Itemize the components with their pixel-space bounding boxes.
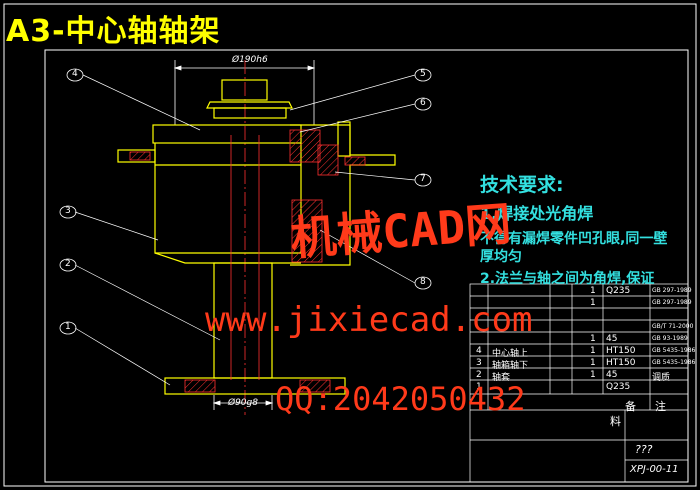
bom-qty: 1 xyxy=(590,370,596,380)
watermark-url: www.jixiecad.com xyxy=(205,300,533,340)
bom-no: 4 xyxy=(476,346,482,356)
balloon-label: 5 xyxy=(420,69,426,79)
dimension-top xyxy=(173,60,316,125)
balloon-label: 6 xyxy=(420,98,426,108)
bom-name: 轴套 xyxy=(492,373,511,383)
bom-header-note1: 备 xyxy=(625,400,636,413)
bom-standard: GB/T 71-2000 xyxy=(652,323,694,330)
bom-standard: GB 5435-1986 xyxy=(652,359,696,366)
bom-name: 中心轴上 xyxy=(492,349,529,359)
bom-standard: GB 297-1989 xyxy=(652,287,692,294)
watermark-qq: QQ:2042050432 xyxy=(275,380,526,418)
balloon-label: 8 xyxy=(420,277,426,287)
bom-qty: 1 xyxy=(590,286,596,296)
bom-standard: GB 93-1989 xyxy=(652,335,688,342)
balloon-label: 2 xyxy=(65,259,71,269)
tech-line-4: 2.法兰与轴之间为角焊,保证 xyxy=(480,271,655,287)
balloon-label: 3 xyxy=(65,206,71,216)
bom-grid xyxy=(469,283,689,483)
bom-name: 轴箱轴下 xyxy=(492,361,529,371)
inner-frame xyxy=(44,49,689,483)
outer-frame xyxy=(3,3,697,487)
tech-line-1: 1.焊接处光角焊 xyxy=(480,204,594,223)
tech-line-3: 厚均匀 xyxy=(480,249,522,265)
bom-qty: 1 xyxy=(590,298,596,308)
bom-material: Q235 xyxy=(606,286,631,296)
bom-qty: 1 xyxy=(590,334,596,344)
bom-material: 45 xyxy=(606,334,618,344)
inner-bore-lines xyxy=(230,135,260,380)
dimension-bottom xyxy=(212,395,274,410)
section-hatching xyxy=(129,129,366,393)
leader-lines xyxy=(74,74,416,386)
dimension-bottom-label: Ø90g8 xyxy=(228,398,258,408)
bom-material: HT150 xyxy=(606,346,636,356)
bom-qty: 1 xyxy=(590,346,596,356)
bom-no: 2 xyxy=(476,370,482,380)
bom-standard: GB 297-1989 xyxy=(652,299,692,306)
tech-requirements-heading: 技术要求: xyxy=(480,174,564,196)
bom-qty: 1 xyxy=(590,358,596,368)
bom-header-note2: 注 xyxy=(655,400,666,413)
titleblock-marks: ??? xyxy=(635,443,653,456)
shaft-assembly-outline xyxy=(117,79,396,395)
drawing-title: A3-中心轴轴架 xyxy=(6,14,221,49)
tech-line-2: 不得有漏焊零件凹孔眼,同一壁 xyxy=(480,231,668,247)
part-balloons xyxy=(59,68,432,335)
dimension-top-label: Ø190h6 xyxy=(232,55,268,65)
bom-standard: GB 5435-1986 xyxy=(652,347,696,354)
bom-material: HT150 xyxy=(606,358,636,368)
balloon-label: 1 xyxy=(65,322,71,332)
bom-standard: 调质 xyxy=(652,373,671,383)
bom-material: 45 xyxy=(606,370,618,380)
titleblock-drawing-number: XPJ-00-11 xyxy=(630,464,679,475)
bom-header-material: 料 xyxy=(610,415,621,428)
bom-no: 3 xyxy=(476,358,482,368)
bom-material: Q235 xyxy=(606,382,631,392)
balloon-label: 7 xyxy=(420,174,426,184)
balloon-label: 4 xyxy=(72,69,78,79)
bom-no: 1 xyxy=(476,382,482,392)
